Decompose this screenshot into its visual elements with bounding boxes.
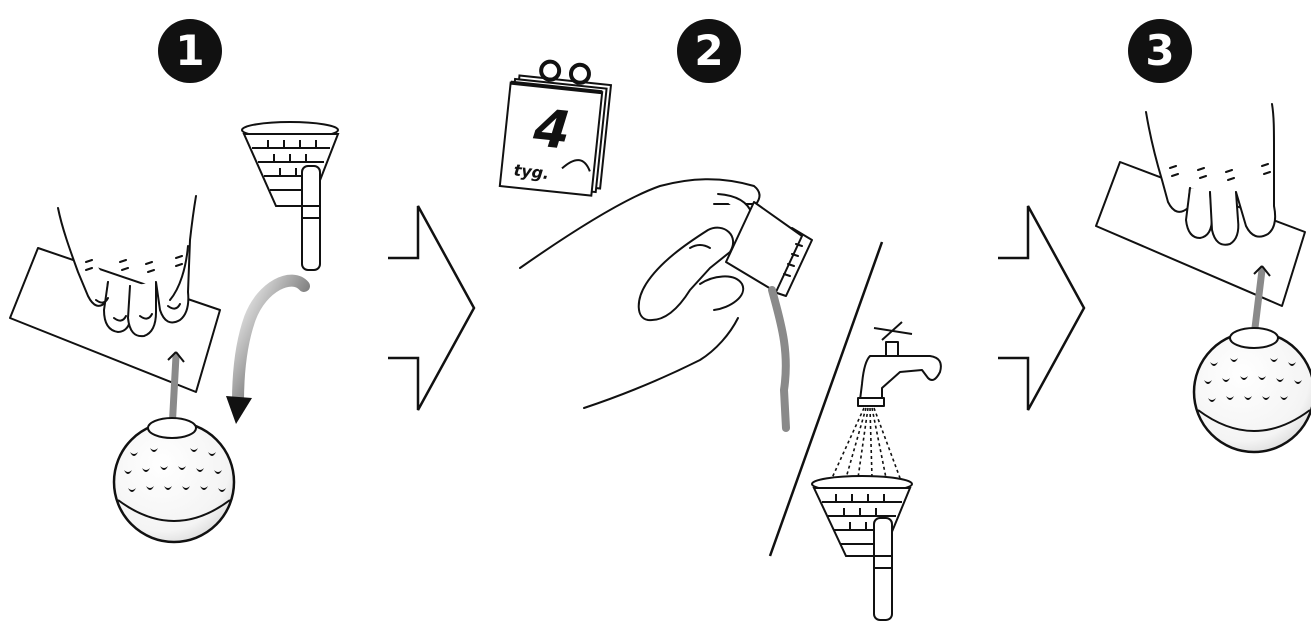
calendar-number: 4 <box>530 98 573 162</box>
next-step-arrow-2 <box>998 206 1084 410</box>
step-1-basket-icon <box>242 122 338 270</box>
step-3-hand-card <box>1096 104 1305 306</box>
step-2-basket-icon <box>812 476 912 620</box>
step-1-hand-card <box>10 196 220 392</box>
step-3-ball-icon <box>1194 328 1311 452</box>
step-2-calendar-icon: 4 tyg. <box>500 58 613 197</box>
calendar-label: tyg. <box>513 160 550 183</box>
step-2-faucet-icon <box>858 322 941 406</box>
step-1-curved-arrow <box>226 281 304 424</box>
step-2-liquid-pour <box>772 290 786 428</box>
step-2-water-spray <box>832 408 900 478</box>
step-2-pouring-hand <box>520 179 812 408</box>
step-1-ball-icon <box>114 418 234 542</box>
next-step-arrow-1 <box>388 206 474 410</box>
